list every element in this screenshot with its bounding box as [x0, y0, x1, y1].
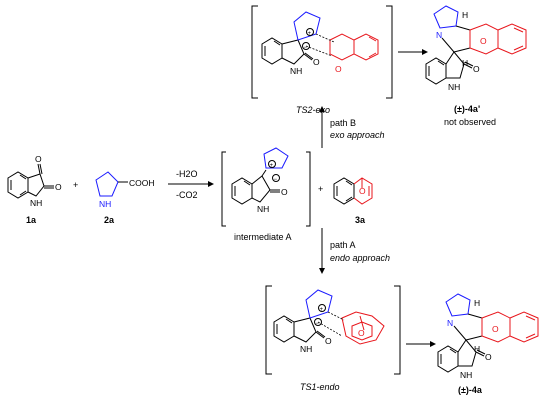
isatin-o-top: O — [35, 154, 42, 164]
plus-sign-2: + — [318, 184, 323, 194]
ts2-minus: − — [304, 45, 308, 51]
ts2-plus: + — [308, 31, 312, 37]
label-not-observed: not observed — [444, 117, 496, 127]
ts1-nh: NH — [300, 344, 312, 354]
product-4a-structure: N H H O O NH — [437, 293, 539, 380]
dienophile-o: O — [359, 186, 366, 196]
intermediate-plus: + — [270, 163, 274, 169]
label-4a: (±)-4a — [458, 385, 483, 395]
ts1-o-bridge: O — [358, 328, 365, 338]
label-1a: 1a — [26, 215, 37, 225]
prod4a-h1: H — [474, 298, 480, 308]
prod4a-nh: NH — [460, 370, 472, 380]
condition-minus-water: -H2O — [176, 169, 198, 179]
label-endo-approach: endo approach — [330, 253, 390, 263]
isatin-nh: NH — [30, 198, 42, 208]
prod4a-prime-h2: H — [462, 58, 468, 68]
ts1-plus: + — [320, 307, 324, 313]
prod4a-prime-n: N — [436, 30, 442, 40]
isatin-o-right: O — [55, 182, 62, 192]
label-intermediate-a: intermediate A — [234, 232, 292, 242]
intermediate-o: O — [281, 187, 288, 197]
ts1-minus: − — [316, 321, 320, 327]
ts1-endo-structure: O NH + − O — [265, 285, 401, 375]
product-4a-prime-structure: N H H O O NH — [425, 5, 527, 92]
prod4a-prime-nh: NH — [448, 82, 460, 92]
label-4a-prime: (±)-4a' — [454, 104, 480, 114]
prod4a-prime-o: O — [480, 36, 487, 46]
ts2-o-carbonyl: O — [313, 57, 320, 67]
prod4a-prime-h1: H — [462, 10, 468, 20]
label-ts1-endo: TS1-endo — [300, 382, 340, 392]
prod4a-o-carbonyl: O — [485, 352, 492, 362]
label-2a: 2a — [104, 215, 115, 225]
label-path-b: path B — [330, 118, 356, 128]
plus-sign-1: + — [73, 180, 78, 190]
label-3a: 3a — [355, 215, 366, 225]
dienophile-3a-structure: O — [333, 177, 373, 205]
condition-minus-co2: -CO2 — [176, 190, 198, 200]
isatin-structure: O O NH — [7, 154, 62, 208]
proline-structure: NH COOH — [95, 171, 155, 209]
intermediate-a-structure: O NH + − — [221, 147, 311, 227]
label-ts2-exo: TS2-exo — [296, 105, 330, 115]
prod4a-n: N — [447, 318, 453, 328]
intermediate-nh: NH — [257, 204, 269, 214]
label-path-a: path A — [330, 240, 356, 250]
prod4a-h2: H — [474, 344, 480, 354]
ts1-o-carbonyl: O — [325, 336, 332, 346]
proline-nh: NH — [99, 199, 111, 209]
prod4a-prime-o-carbonyl: O — [473, 64, 480, 74]
ts2-o-bridge: O — [335, 64, 342, 74]
prod4a-o: O — [492, 324, 499, 334]
ts2-nh: NH — [290, 66, 302, 76]
ts2-exo-structure: O NH + − O — [251, 5, 393, 99]
intermediate-minus: − — [274, 177, 278, 183]
label-exo-approach: exo approach — [330, 130, 385, 140]
proline-cooh: COOH — [129, 178, 155, 188]
